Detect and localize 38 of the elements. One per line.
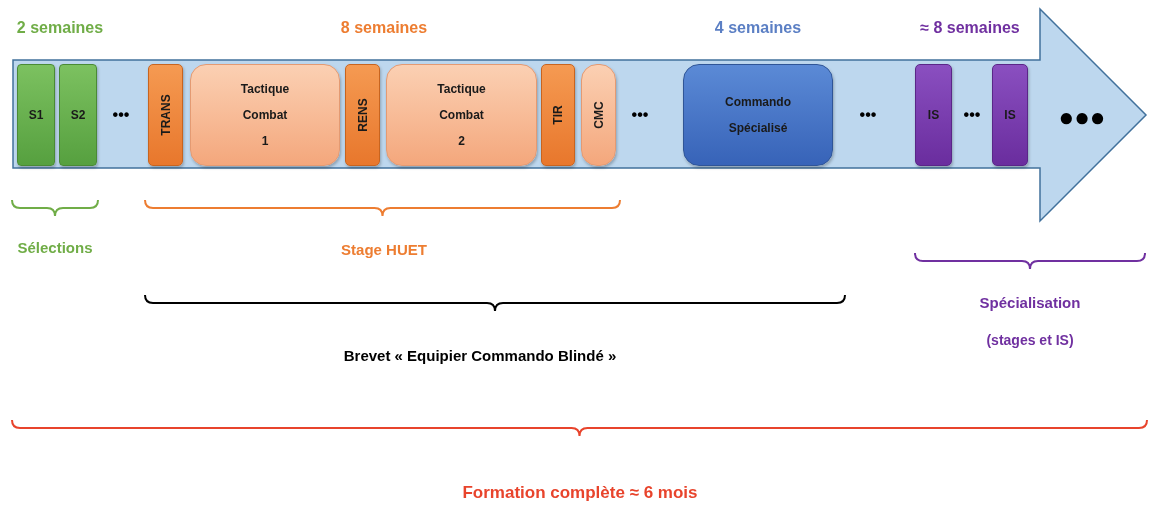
box-label: Tactique Combat 1 (240, 81, 290, 150)
ellipsis-dots: ●●● (1058, 101, 1106, 133)
arrow-band (12, 8, 1147, 222)
stage-box (992, 64, 1028, 166)
stage-box (59, 64, 97, 166)
stage-box (17, 64, 55, 166)
box-label: IS (927, 107, 940, 124)
stage-box (541, 64, 575, 166)
duration-label: 2 semaines (16, 19, 104, 37)
duration-label: 4 semaines (714, 19, 802, 37)
ellipsis-dots: ••• (963, 106, 981, 124)
box-label: S2 (70, 107, 86, 124)
stage-box (683, 64, 833, 166)
box-label: RENS (355, 98, 370, 132)
box-label: Tactique Combat 2 (437, 81, 486, 150)
ellipsis-dots: ••• (631, 106, 649, 124)
box-label: S1 (28, 107, 44, 124)
ellipsis-dots: ••• (112, 106, 130, 124)
stage-box (581, 64, 616, 166)
duration-label: 8 semaines (340, 19, 428, 37)
box-label: TRANS (158, 94, 173, 136)
stage-box (148, 64, 183, 166)
phase-note: (stages et IS) (986, 332, 1074, 348)
stage-box (190, 64, 340, 166)
duration-label: ≈ 8 semaines (920, 19, 1020, 37)
box-label: IS (1004, 107, 1016, 124)
phase-label: Sélections (17, 238, 93, 256)
phase-label: Stage HUET (341, 240, 427, 258)
box-label: CMC (591, 101, 606, 129)
stage-box (345, 64, 380, 166)
ellipsis-dots: ••• (859, 106, 877, 124)
phase-label: Formation complète ≈ 6 mois (462, 483, 698, 503)
phase-label: Brevet « Equipier Commando Blindé » (343, 346, 617, 364)
stage-box (386, 64, 537, 166)
phase-label: Spécialisation (979, 293, 1081, 311)
stage-box (915, 64, 952, 166)
box-label: Commando Spécialisé (725, 94, 791, 137)
box-label: TIR (551, 105, 565, 125)
